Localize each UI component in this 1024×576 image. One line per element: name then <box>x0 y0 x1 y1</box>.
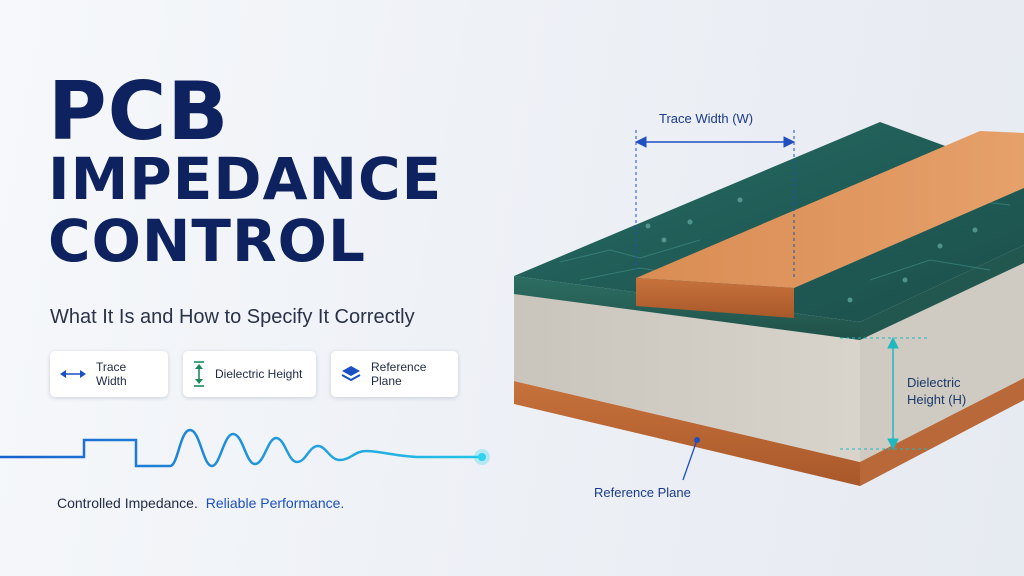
copper-trace-front <box>636 278 794 318</box>
tagline: Controlled Impedance. Reliable Performan… <box>57 495 344 511</box>
signal-waveform <box>0 428 482 468</box>
dielectric-height-dimension <box>840 336 930 451</box>
trace-width-dimension <box>634 130 796 280</box>
feature-trace-width: Trace Width <box>50 351 168 397</box>
dielectric-height-label-line-2: Height (H) <box>907 392 967 407</box>
double-arrow-icon <box>60 370 86 378</box>
copper-trace-top <box>636 131 1024 288</box>
signal-endpoint-glow <box>478 453 486 461</box>
trace-width-label: Trace Width (W) <box>659 111 754 126</box>
reference-plane-pointer <box>682 437 700 481</box>
dielectric-layer <box>514 292 860 462</box>
dielectric-height-label-line-1: Dielectric <box>907 375 961 390</box>
feature-trace-width-label: Trace Width <box>96 360 127 388</box>
title-line-2: IMPEDANCE <box>48 145 443 213</box>
dielectric-height-label: Dielectric Height (H) <box>907 374 966 408</box>
feature-dielectric-height-label: Dielectric Height <box>215 367 303 381</box>
reference-plane-label: Reference Plane <box>594 485 691 500</box>
dielectric-side <box>860 262 1024 462</box>
title-line-3: CONTROL <box>48 207 366 275</box>
tagline-part-2: Reliable Performance. <box>205 495 345 511</box>
circuit-vias-texture <box>645 193 978 303</box>
layers-icon <box>341 366 361 382</box>
title-line-1: PCB <box>48 65 230 158</box>
feature-reference-plane: Reference Plane <box>331 351 458 397</box>
feature-reference-plane-label: Reference Plane <box>371 360 427 388</box>
feature-dielectric-height: Dielectric Height <box>183 351 316 397</box>
subtitle: What It Is and How to Specify It Correct… <box>50 306 415 328</box>
reference-plane-side <box>860 378 1024 486</box>
tagline-part-1: Controlled Impedance. <box>57 495 198 511</box>
vertical-arrow-icon <box>194 361 204 387</box>
